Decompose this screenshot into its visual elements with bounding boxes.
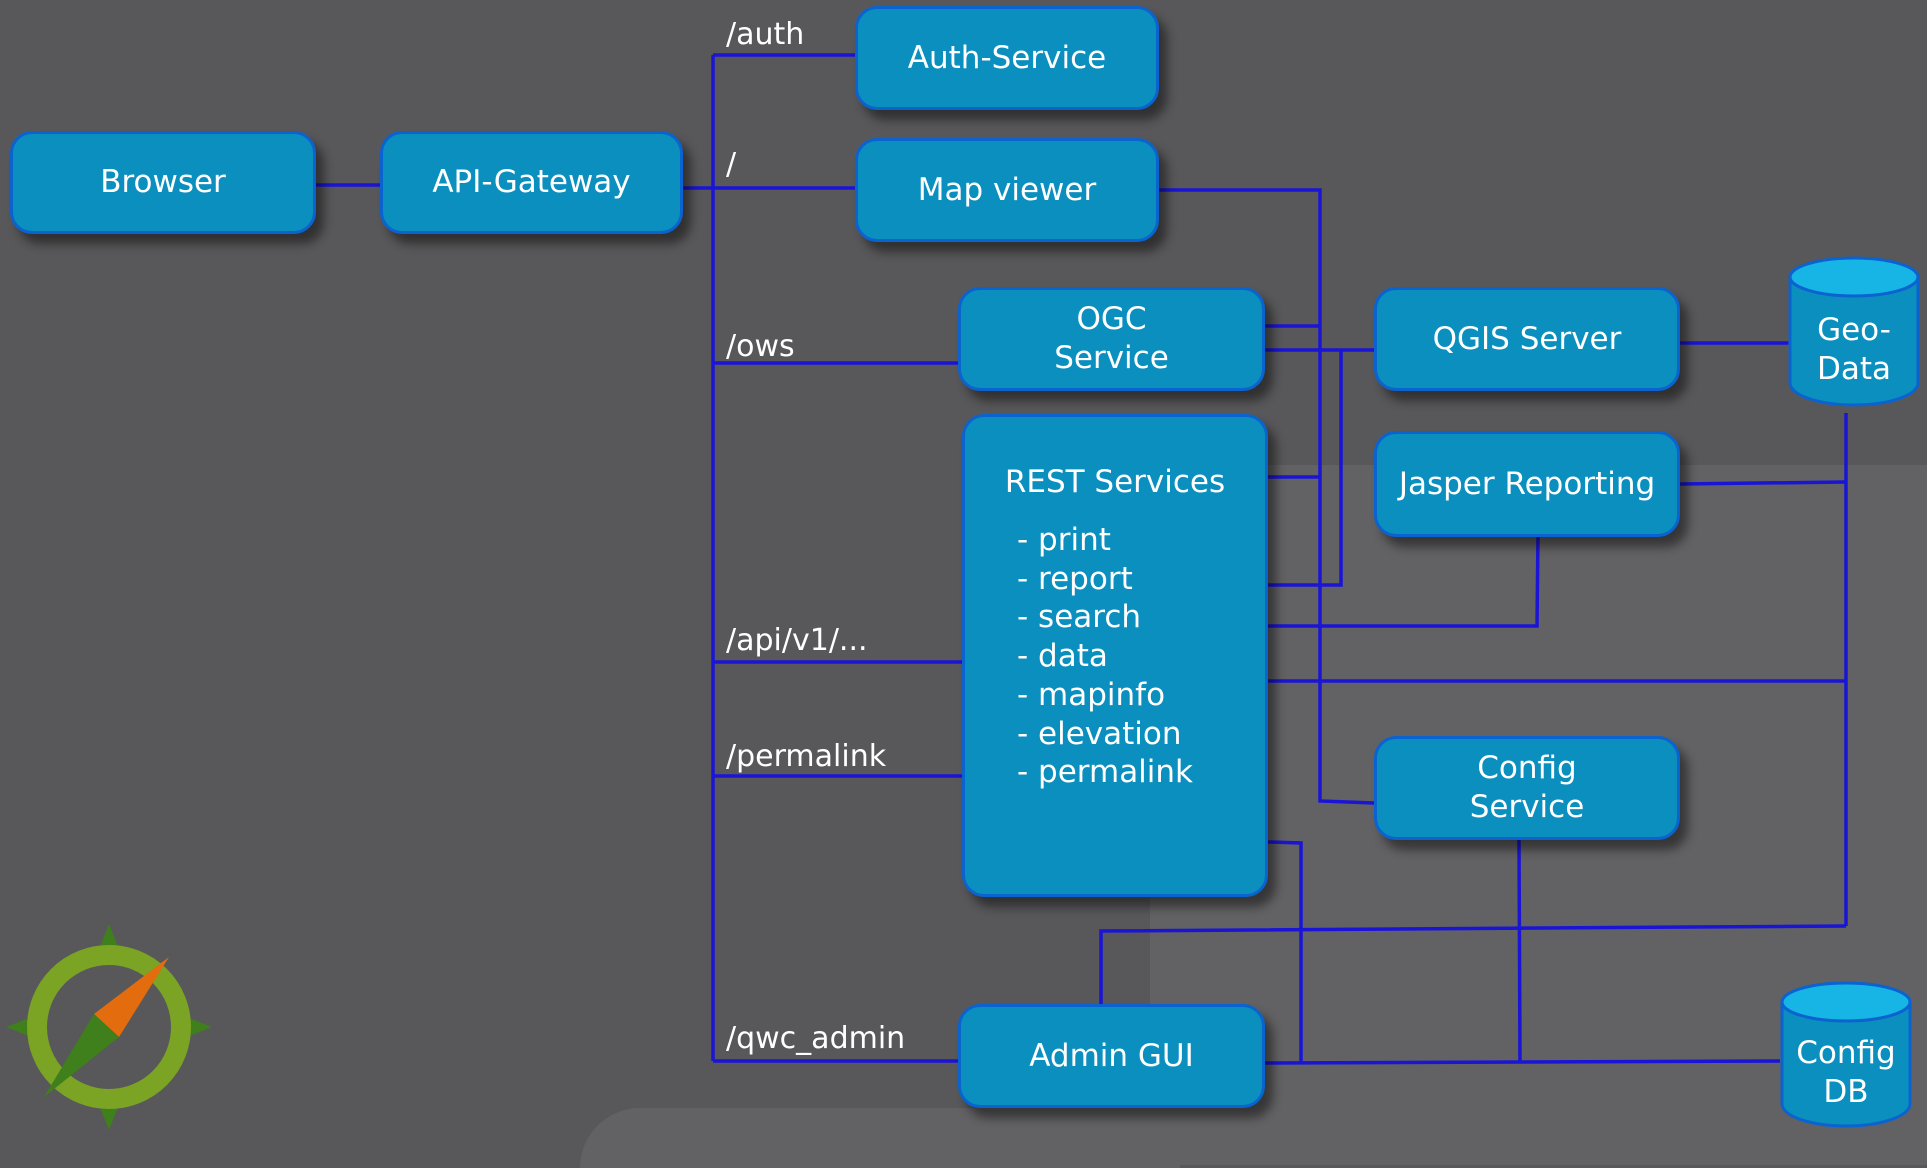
rest-services-box: REST Services - print - report - search …: [962, 414, 1268, 897]
ogc-service-label-line1: OGC: [1076, 301, 1147, 337]
route-label-qwc-admin: /qwc_admin: [726, 1021, 906, 1056]
rest-service-item: - print: [1017, 522, 1111, 558]
connector-rest-jasper: [1268, 534, 1540, 628]
connector-configservice-db: [1517, 839, 1522, 1063]
route-label-ows: /ows: [726, 329, 795, 364]
config-db-label-line1: Config: [1796, 1035, 1896, 1071]
config-service-label-line1: Config: [1477, 750, 1577, 786]
connector-admin-configdb: [1264, 1059, 1781, 1065]
config-db-label-line2: DB: [1823, 1074, 1869, 1110]
rest-service-item: - mapinfo: [1017, 676, 1166, 713]
geo-data-label: Geo- Data: [1786, 311, 1922, 389]
api-gateway-label: API-Gateway: [432, 164, 631, 200]
admin-gui-box: Admin GUI: [958, 1004, 1265, 1108]
rest-service-item: - report: [1017, 560, 1133, 597]
connector-lines: [316, 53, 1848, 1065]
browser-label: Browser: [100, 164, 226, 200]
config-db-label: Config DB: [1778, 1034, 1914, 1112]
auth-service-box: Auth-Service: [855, 6, 1159, 110]
admin-gui-label: Admin GUI: [1029, 1037, 1194, 1074]
route-label-api: /api/v1/...: [726, 623, 868, 658]
rest-service-item: - search: [1017, 599, 1142, 636]
api-gateway-box: API-Gateway: [380, 131, 683, 234]
route-label-root: /: [726, 147, 737, 182]
rest-services-list: - print - report - search - data - mapin…: [1017, 521, 1193, 792]
rest-service-item: - permalink: [1017, 754, 1194, 791]
config-service-label-line2: Service: [1469, 789, 1585, 825]
ogc-service-label-line2: Service: [1054, 340, 1169, 376]
map-viewer-label: Map viewer: [917, 171, 1097, 208]
connector-rest-branch: [1268, 350, 1343, 587]
connector-mapviewer-config: [1159, 188, 1375, 805]
geo-data-label-line1: Geo-: [1817, 312, 1891, 348]
qgis-server-box: QGIS Server: [1374, 287, 1680, 391]
connector-jasper-geodata: [1679, 480, 1847, 486]
config-db-database-icon: [1780, 981, 1912, 1128]
geo-data-database-icon: [1788, 256, 1920, 407]
rest-service-item: - data: [1017, 638, 1108, 675]
jasper-reporting-label: Jasper Reporting: [1398, 465, 1656, 502]
qgis-server-label: QGIS Server: [1432, 320, 1622, 357]
route-label-permalink: /permalink: [726, 739, 887, 774]
geo-data-label-line2: Data: [1816, 351, 1892, 387]
browser-box: Browser: [10, 131, 316, 234]
jasper-reporting-box: Jasper Reporting: [1374, 431, 1680, 537]
route-label-auth: /auth: [726, 17, 805, 52]
connector-admin-geodata: [1099, 924, 1847, 1007]
auth-service-label: Auth-Service: [907, 39, 1107, 76]
map-viewer-box: Map viewer: [855, 138, 1159, 242]
rest-services-title: REST Services: [1004, 464, 1226, 500]
rest-service-item: - elevation: [1017, 715, 1182, 752]
architecture-diagram: /auth / /ows /api/v1/... /permalink /qwc…: [6, 6, 1922, 1130]
config-service-box: Config Service: [1374, 736, 1680, 840]
connector-rest-configdb: [1267, 840, 1303, 1063]
compass-logo-icon: [6, 924, 212, 1130]
ogc-service-box: OGC Service: [958, 287, 1265, 391]
